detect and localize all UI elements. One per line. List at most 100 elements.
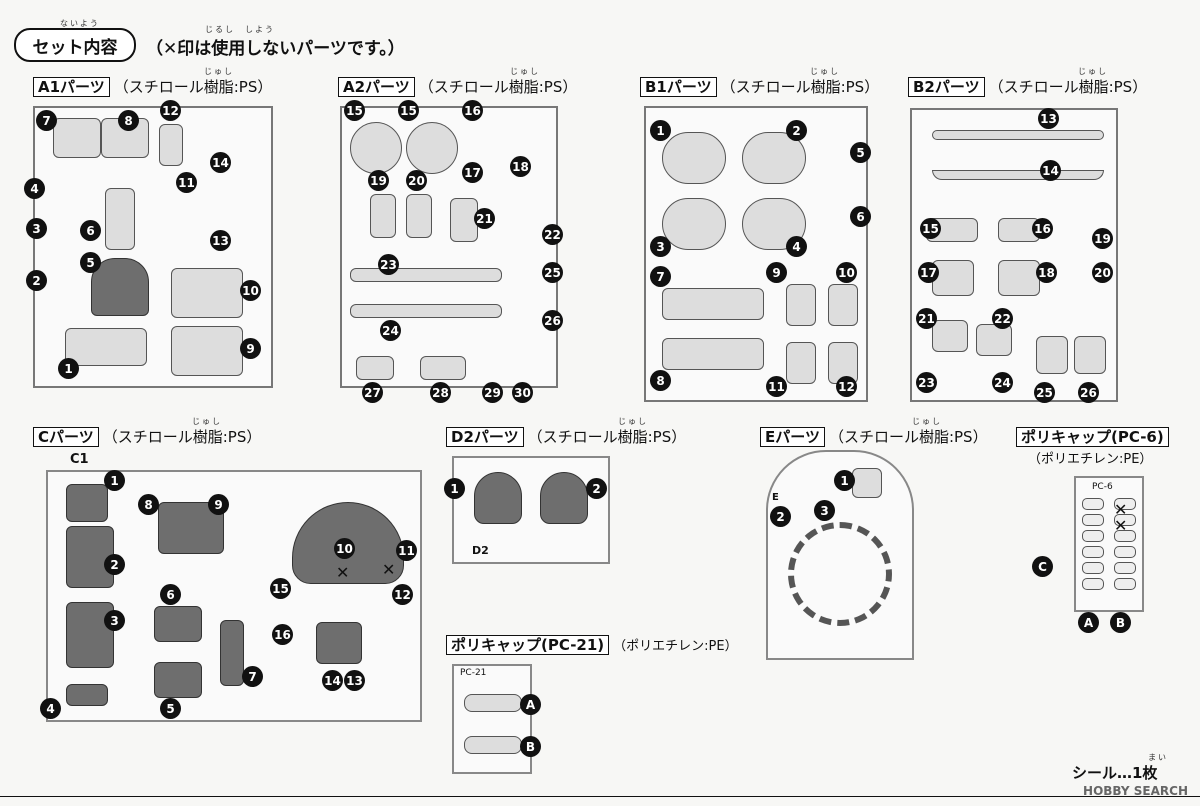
part-number: 2	[586, 478, 607, 499]
a2-part	[420, 356, 466, 380]
part-number: 26	[1078, 382, 1099, 403]
c-part	[154, 606, 202, 642]
a1-part	[53, 118, 101, 158]
part-number: 6	[80, 220, 101, 241]
part-letter: A	[1078, 612, 1099, 633]
part-number: 9	[240, 338, 261, 359]
b2-part	[932, 130, 1104, 140]
part-number: 8	[138, 494, 159, 515]
part-number: 16	[462, 100, 483, 121]
d2-sprue: D2	[452, 456, 610, 564]
d2-ruby: じゅし	[618, 417, 648, 426]
part-number: 15	[920, 218, 941, 239]
part-number: 10	[334, 538, 355, 559]
b1-sprue	[644, 106, 868, 402]
b2-part	[976, 324, 1012, 356]
b2-part	[1074, 336, 1106, 374]
pc-cap	[1082, 562, 1104, 574]
unused-mark: ✕	[1114, 500, 1128, 519]
a1-part	[105, 188, 135, 250]
part-number: 29	[482, 382, 503, 403]
e-tag: E	[772, 492, 779, 503]
pc-cap	[1114, 514, 1136, 526]
b1-part	[786, 342, 816, 384]
part-number: 4	[786, 236, 807, 257]
part-number: 1	[444, 478, 465, 499]
pc-cap	[1114, 546, 1136, 558]
pc21-label: ポリキャップ(PC-21)（ポリエチレン:PE）	[446, 634, 738, 655]
part-number: 25	[1034, 382, 1055, 403]
pc21-part	[464, 736, 522, 754]
part-number: 22	[542, 224, 563, 245]
part-number: 1	[834, 470, 855, 491]
part-number: 2	[770, 506, 791, 527]
a2-sprue	[340, 106, 558, 388]
b1-part	[662, 198, 726, 250]
part-number: 7	[242, 666, 263, 687]
b1-part	[662, 288, 764, 320]
b2-label: B2パーツ（スチロール樹脂:PS）	[908, 76, 1147, 97]
part-number: 27	[362, 382, 383, 403]
part-number: 2	[786, 120, 807, 141]
b2-part	[932, 170, 1104, 180]
b1-ruby: じゅし	[810, 67, 840, 76]
pc21-part	[464, 694, 522, 712]
part-number: 1	[58, 358, 79, 379]
footer-divider	[0, 796, 1200, 797]
e-part	[852, 468, 882, 498]
pc6-sprue: PC-6	[1074, 476, 1144, 612]
pc21-tag: PC-21	[460, 668, 487, 678]
a2-part	[450, 198, 478, 242]
part-number: 18	[1036, 262, 1057, 283]
a2-part	[406, 122, 458, 174]
part-number: 8	[650, 370, 671, 391]
part-letter: B	[520, 736, 541, 757]
d2-label: D2パーツ（スチロール樹脂:PS）	[446, 426, 686, 447]
seal-ruby: まい	[1148, 753, 1168, 762]
part-number: 15	[344, 100, 365, 121]
part-number: 28	[430, 382, 451, 403]
pc-cap	[1114, 562, 1136, 574]
part-number: 9	[208, 494, 229, 515]
unused-mark: ✕	[382, 560, 396, 579]
part-number: 18	[510, 156, 531, 177]
part-number: 8	[118, 110, 139, 131]
pc-cap	[1114, 498, 1136, 510]
unused-note: （✕印は使用しないパーツです。）	[146, 39, 405, 59]
part-number: 11	[766, 376, 787, 397]
c1-label: C1	[70, 452, 89, 467]
a1-part	[159, 124, 183, 166]
pc-cap	[1114, 578, 1136, 590]
c-sprue	[46, 470, 422, 722]
part-number: 23	[916, 372, 937, 393]
a1-sprue	[33, 106, 273, 388]
part-number: 14	[322, 670, 343, 691]
part-number: 4	[40, 698, 61, 719]
c-part	[66, 484, 108, 522]
part-number: 6	[160, 584, 181, 605]
part-number: 3	[814, 500, 835, 521]
d2-part	[540, 472, 588, 524]
part-number: 22	[992, 308, 1013, 329]
a2-part	[370, 194, 396, 238]
part-number: 11	[176, 172, 197, 193]
part-number: 21	[474, 208, 495, 229]
part-number: 16	[1032, 218, 1053, 239]
part-number: 13	[344, 670, 365, 691]
part-number: 20	[406, 170, 427, 191]
part-number: 14	[1040, 160, 1061, 181]
c-part	[66, 684, 108, 706]
part-number: 3	[104, 610, 125, 631]
c-part	[66, 526, 114, 588]
part-number: 6	[850, 206, 871, 227]
unused-mark: ✕	[1114, 516, 1128, 535]
c-part	[220, 620, 244, 686]
b2-part	[998, 260, 1040, 296]
part-number: 12	[836, 376, 857, 397]
part-number: 23	[378, 254, 399, 275]
part-number: 17	[918, 262, 939, 283]
a2-ruby: じゅし	[510, 67, 540, 76]
part-number: 7	[36, 110, 57, 131]
pc-cap	[1082, 546, 1104, 558]
part-number: 13	[1038, 108, 1059, 129]
